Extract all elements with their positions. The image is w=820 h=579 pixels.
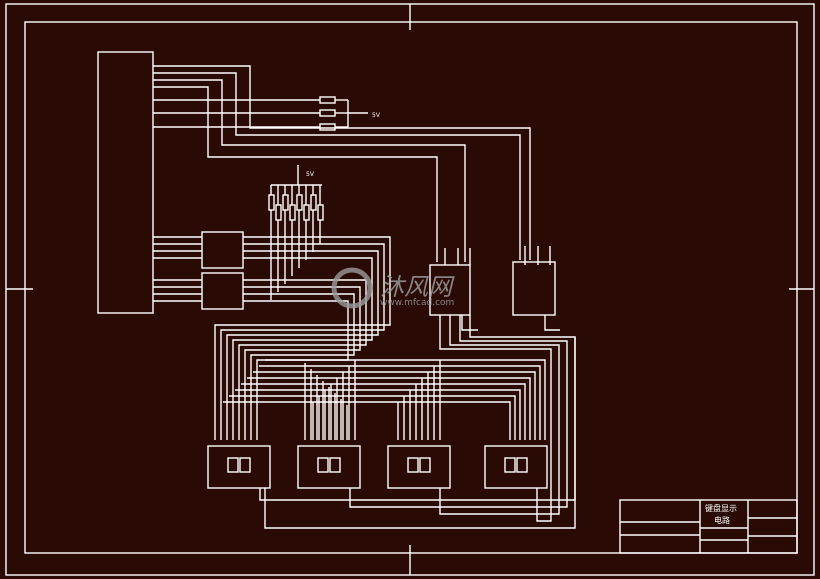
digit-segment [317,457,329,473]
wire [223,401,511,440]
wire [264,337,576,529]
wire [265,359,546,440]
wire [259,365,541,440]
digit-segment [516,457,528,473]
pullup-resistor [319,96,336,104]
resistor [268,194,275,211]
watermark-logo-icon [331,267,373,309]
wire [544,315,560,331]
resistor [317,204,324,221]
wire [243,300,349,440]
digit-segment [329,457,341,473]
wire [235,389,521,440]
wire [220,243,385,440]
wire [238,279,367,440]
wire [461,315,478,331]
resistor [310,194,317,211]
digit-segment [239,457,251,473]
transistor-chip-2 [512,261,556,316]
transistor-chip-1 [429,264,471,316]
seven-segment-display [387,445,451,489]
digit-segment [419,457,431,473]
title-text-1: 键盘显示 [705,503,737,513]
driver-chip-2 [201,272,244,310]
resistor [303,204,310,221]
title-block: 键盘显示 电路 [619,499,798,554]
title-text-2: 电路 [714,515,730,525]
wire [153,79,466,262]
watermark: 沐风网 www.mfcad.com [331,267,455,309]
wire [232,257,373,440]
wire [439,315,560,515]
wire [439,315,552,522]
wire [229,395,516,440]
wire [153,72,521,260]
resistor [275,204,282,221]
digit-segment [407,457,419,473]
wire [253,371,536,440]
wire [349,315,568,508]
pullup-resistor [319,123,336,131]
components [97,51,556,489]
power-label-pack: 5V [306,171,315,178]
wire [243,286,361,440]
microcontroller-chip [97,51,154,314]
resistor [296,194,303,211]
watermark-brand: 沐风网 [380,273,455,301]
wire [153,86,438,262]
seven-segment-display [207,445,271,489]
wire [247,377,531,440]
wire [241,383,526,440]
driver-chip-1 [201,231,244,269]
digit-segment [504,457,516,473]
resistor [289,204,296,221]
wire [214,236,391,440]
wires [153,65,576,529]
watermark-url: www.mfcad.com [380,298,454,308]
seven-segment-display [297,445,361,489]
power-label-top: 5V [372,112,381,119]
seven-segment-display [484,445,548,489]
wire [153,65,531,260]
drawing-frame [5,3,815,576]
resistor [282,194,289,211]
digit-segment [227,457,239,473]
pullup-resistor [319,109,336,117]
wire [226,250,379,440]
